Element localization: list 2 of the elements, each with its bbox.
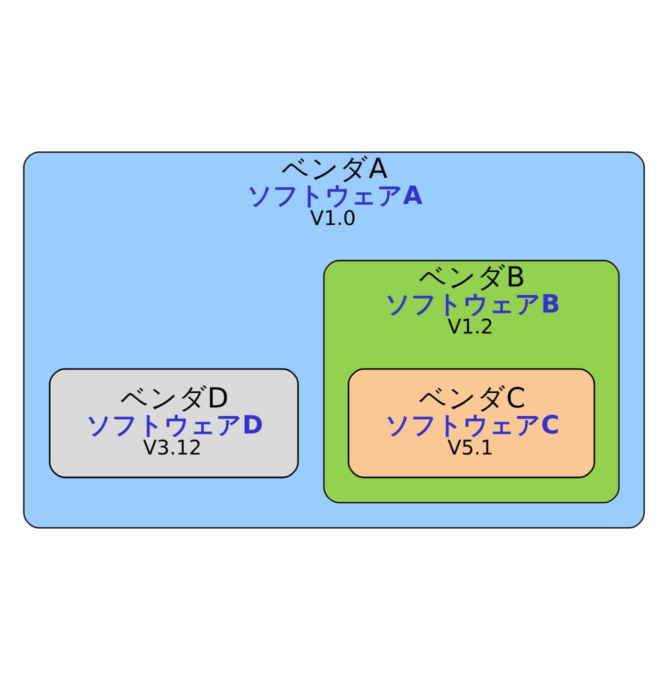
node-box: ベンダC ソフトウェアC V5.1 <box>348 368 596 478</box>
node-box: ベンダD ソフトウェアD V3.12 <box>48 368 299 478</box>
